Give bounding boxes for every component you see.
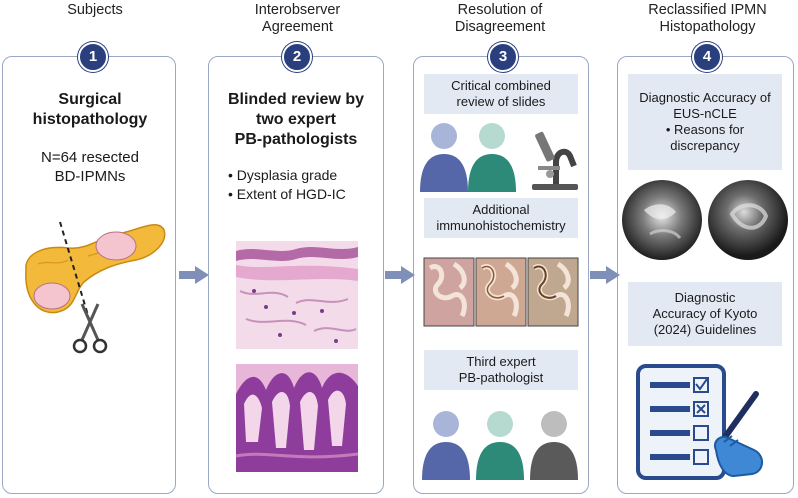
step-badge-3: 3: [488, 42, 518, 72]
arrow-right-icon: [385, 266, 415, 284]
blinded-review-title: Blinded review by two expert PB-patholog…: [227, 91, 365, 148]
arrow-right-icon: [179, 266, 209, 284]
header-reclassified: Reclassified IPMN Histopathology: [648, 2, 767, 35]
eus-ncle-accuracy-text: Diagnostic Accuracy of EUS-nCLE: [639, 90, 771, 121]
histology-slide-low-grade-image: [236, 241, 358, 349]
histology-slide-high-grade-image: [235, 364, 359, 472]
review-criteria-list: Dysplasia grade Extent of HGD-IC: [228, 166, 378, 204]
bullet-dysplasia-grade: Dysplasia grade: [228, 166, 378, 185]
step-badge-2: 2: [282, 42, 312, 72]
pathologists-and-microscope-icon: [420, 123, 578, 192]
checklist-icon: [636, 364, 763, 480]
arrow-right-icon: [590, 266, 620, 284]
bullet-extent-hgd-ic: Extent of HGD-IC: [228, 185, 378, 204]
critical-review-box: Critical combined review of slides: [424, 74, 578, 114]
immunohistochemistry-box: Additional immunohistochemistry: [424, 198, 578, 238]
kyoto-guidelines-box: Diagnostic Accuracy of Kyoto (2024) Guid…: [628, 282, 782, 346]
subjects-count: N=64 resected BD-IPMNs: [41, 149, 139, 185]
pancreas-icon: [25, 221, 166, 354]
eus-ncle-accuracy-box: Diagnostic Accuracy of EUS-nCLE • Reason…: [628, 74, 782, 170]
third-pathologist-box: Third expert PB-pathologist: [424, 350, 578, 390]
ihc-stain-slides-image: [423, 257, 579, 327]
header-interobserver: Interobserver Agreement: [254, 2, 341, 35]
step-badge-4: 4: [692, 42, 722, 72]
three-pathologists-icon: [422, 411, 578, 480]
step-badge-1: 1: [78, 42, 108, 72]
header-subjects: Subjects: [67, 2, 123, 18]
header-resolution: Resolution of Disagreement: [454, 2, 546, 35]
surgical-histopathology-title: Surgical histopathology: [32, 91, 148, 128]
discrepancy-reasons-text: • Reasons for discrepancy: [665, 122, 745, 153]
endomicroscopy-images: [622, 180, 788, 260]
